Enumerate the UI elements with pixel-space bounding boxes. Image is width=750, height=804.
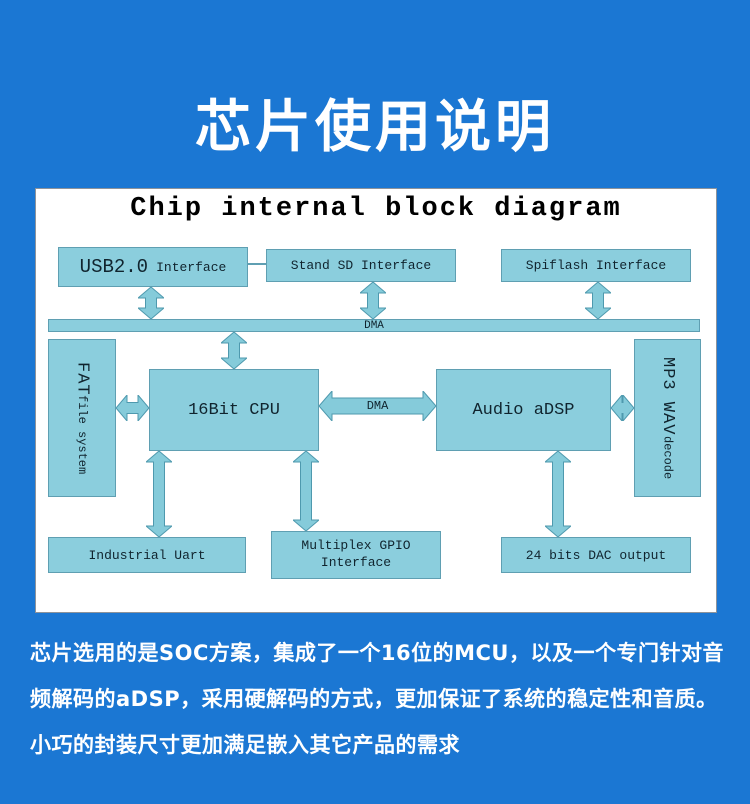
arrow-adsp-to-dac	[545, 451, 571, 537]
dma-bus-label: DMA	[364, 319, 384, 332]
description-line-1: 芯片选用的是SOC方案，集成了一个16位的MCU，以及一个专门针对音	[30, 641, 724, 665]
block-industrial-uart: Industrial Uart	[48, 537, 246, 573]
block-usb-interface: USB2.0 Interface	[58, 247, 248, 287]
spiflash-label: Spiflash Interface	[525, 258, 667, 273]
arrow-bus-to-cpu	[221, 332, 247, 369]
uart-label: Industrial Uart	[88, 547, 206, 563]
arrow-sd-to-bus	[360, 282, 386, 319]
gpio-label-line1: Multiplex GPIO	[301, 538, 411, 554]
sd-label: Stand SD Interface	[290, 258, 432, 273]
gpio-label-line2: Interface	[320, 555, 392, 570]
fat-label-sub: file system	[75, 395, 89, 475]
adsp-label: Audio aDSP	[472, 400, 575, 420]
block-fat-file-system: FAT file system	[48, 339, 116, 497]
usb-label-sub: Interface	[156, 259, 227, 275]
mp3-label-sub: decode	[660, 435, 675, 479]
description-line-2: 频解码的aDSP，采用硬解码的方式，更加保证了系统的稳定性和音质。	[30, 687, 718, 711]
block-audio-adsp: Audio aDSP	[436, 369, 611, 451]
cpu-label: 16Bit CPU	[188, 400, 280, 420]
arrow-cpu-to-uart	[146, 451, 172, 537]
mp3-label-main: MP3 WAV	[658, 357, 677, 436]
fat-label-main: FAT	[72, 361, 92, 396]
arrow-cpu-to-adsp: DMA	[318, 389, 437, 423]
description-text: 芯片选用的是SOC方案，集成了一个16位的MCU，以及一个专门针对音 频解码的a…	[30, 630, 730, 768]
usb-sd-connector-line	[248, 263, 266, 265]
block-cpu: 16Bit CPU	[149, 369, 319, 451]
block-sd-interface: Stand SD Interface	[266, 249, 456, 282]
page-title: 芯片使用说明	[195, 95, 555, 160]
block-multiplex-gpio: Multiplex GPIO Interface	[271, 531, 441, 579]
block-mp3-wav-decode: MP3 WAV decode	[634, 339, 701, 497]
block-spiflash-interface: Spiflash Interface	[501, 249, 691, 282]
arrow-adsp-to-mp3	[611, 395, 634, 421]
block-dac-output: 24 bits DAC output	[501, 537, 691, 573]
diagram-panel: Chip internal block diagram USB2.0 Inter…	[35, 188, 717, 613]
dma-bus-bar: DMA	[48, 319, 700, 332]
usb-label-main: USB2.0	[79, 256, 149, 278]
arrow-cpu-to-gpio	[293, 451, 319, 531]
cpu-adsp-dma-label: DMA	[366, 399, 389, 413]
description-line-3: 小巧的封装尺寸更加满足嵌入其它产品的需求	[30, 733, 460, 757]
dac-label: 24 bits DAC output	[525, 547, 667, 563]
diagram-title: Chip internal block diagram	[130, 194, 622, 224]
arrow-spiflash-to-bus	[585, 282, 611, 319]
arrow-usb-to-bus	[138, 287, 164, 319]
arrow-fat-to-cpu	[116, 395, 149, 421]
